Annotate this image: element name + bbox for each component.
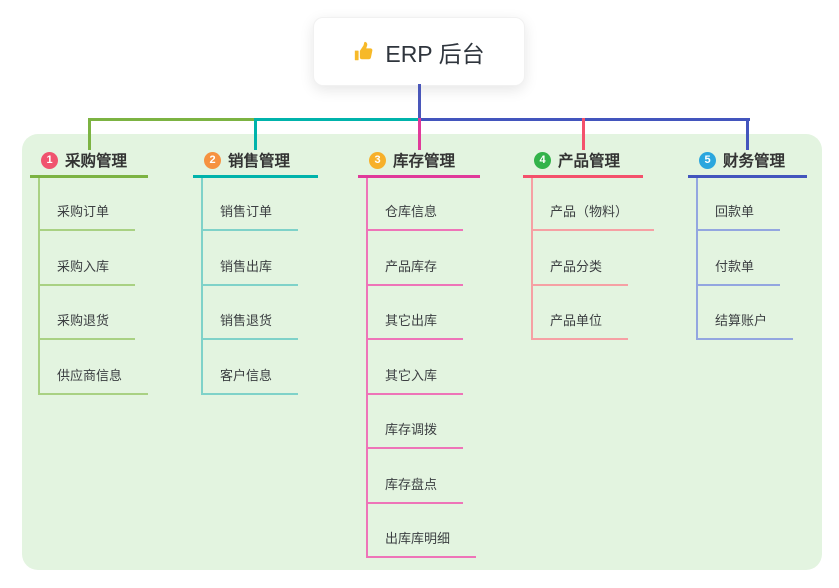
child-label: 其它入库	[385, 367, 438, 383]
child-node-4-3[interactable]: 产品单位	[531, 312, 629, 340]
child-node-2-3[interactable]: 销售退货	[201, 312, 299, 340]
child-label: 销售出库	[220, 258, 273, 274]
child-label: 回款单	[715, 204, 755, 219]
child-label: 仓库信息	[385, 204, 438, 219]
branch-number-badge: 1	[41, 151, 58, 169]
root-node[interactable]: ERP 后台	[313, 17, 525, 86]
child-label: 付款单	[715, 258, 755, 274]
child-node-1-3[interactable]: 采购退货	[38, 312, 136, 340]
branch-node-5[interactable]: 5 财务管理	[688, 148, 807, 178]
child-label: 销售订单	[220, 204, 273, 219]
thumbs-up-icon	[353, 41, 375, 63]
branch-label: 库存管理	[393, 153, 456, 170]
connector-branch-drop-5	[746, 118, 749, 150]
branch-node-1[interactable]: 1 采购管理	[30, 148, 148, 178]
child-node-1-2[interactable]: 采购入库	[38, 258, 136, 286]
branch-node-3[interactable]: 3 库存管理	[358, 148, 480, 178]
child-node-2-2[interactable]: 销售出库	[201, 258, 299, 286]
child-node-1-1[interactable]: 采购订单	[38, 203, 136, 231]
child-label: 库存盘点	[385, 476, 438, 492]
child-label: 其它出库	[385, 313, 438, 328]
connector-child-spine-3	[366, 178, 368, 558]
branch-node-4[interactable]: 4 产品管理	[523, 148, 643, 178]
child-label: 销售退货	[220, 313, 273, 328]
child-node-3-5[interactable]: 库存调拨	[366, 421, 464, 449]
branch-label: 财务管理	[723, 153, 786, 170]
child-label: 产品分类	[550, 258, 603, 274]
child-node-4-2[interactable]: 产品分类	[531, 258, 629, 286]
child-node-1-4[interactable]: 供应商信息	[38, 367, 149, 395]
child-node-3-1[interactable]: 仓库信息	[366, 203, 464, 231]
connector-branch-drop-4	[581, 118, 585, 150]
child-node-3-4[interactable]: 其它入库	[366, 367, 464, 395]
child-label: 产品单位	[550, 313, 603, 328]
branch-number-badge: 5	[699, 151, 716, 169]
branch-label: 销售管理	[228, 153, 291, 170]
child-label: 产品（物料）	[550, 204, 629, 219]
root-title: ERP 后台	[385, 40, 485, 67]
child-label: 出库库明细	[385, 531, 451, 546]
branch-number-badge: 2	[204, 151, 221, 169]
connector-rail-segment-2	[255, 118, 419, 121]
child-node-5-2[interactable]: 付款单	[696, 258, 781, 286]
child-node-3-2[interactable]: 产品库存	[366, 258, 464, 286]
branch-label: 产品管理	[558, 153, 621, 170]
connector-branch-drop-3	[417, 118, 421, 150]
child-label: 供应商信息	[57, 367, 123, 383]
child-label: 库存调拨	[385, 422, 438, 437]
child-node-2-4[interactable]: 客户信息	[201, 367, 299, 395]
child-label: 采购订单	[57, 204, 110, 219]
child-node-4-1[interactable]: 产品（物料）	[531, 203, 655, 231]
child-node-5-3[interactable]: 结算账户	[696, 312, 794, 340]
branch-number-badge: 3	[369, 151, 386, 169]
child-node-5-1[interactable]: 回款单	[696, 203, 781, 231]
child-node-2-1[interactable]: 销售订单	[201, 203, 299, 231]
child-label: 结算账户	[715, 313, 768, 328]
branch-node-2[interactable]: 2 销售管理	[193, 148, 318, 178]
child-node-3-6[interactable]: 库存盘点	[366, 476, 464, 504]
child-label: 采购入库	[57, 258, 110, 274]
child-label: 客户信息	[220, 367, 273, 383]
connector-root-drop	[417, 84, 421, 121]
child-label: 产品库存	[385, 258, 438, 274]
branch-label: 采购管理	[65, 153, 128, 170]
connector-branch-drop-1	[87, 118, 91, 150]
branch-number-badge: 4	[534, 151, 551, 169]
connector-child-spine-1	[38, 178, 40, 395]
child-label: 采购退货	[57, 313, 110, 328]
branches-panel	[22, 134, 822, 570]
connector-child-spine-2	[201, 178, 203, 395]
connector-branch-drop-2	[254, 118, 257, 150]
connector-rail-segment-1	[89, 118, 256, 121]
child-node-3-7[interactable]: 出库库明细	[366, 530, 477, 558]
connector-child-spine-5	[696, 178, 698, 340]
child-node-3-3[interactable]: 其它出库	[366, 312, 464, 340]
connector-child-spine-4	[531, 178, 533, 340]
